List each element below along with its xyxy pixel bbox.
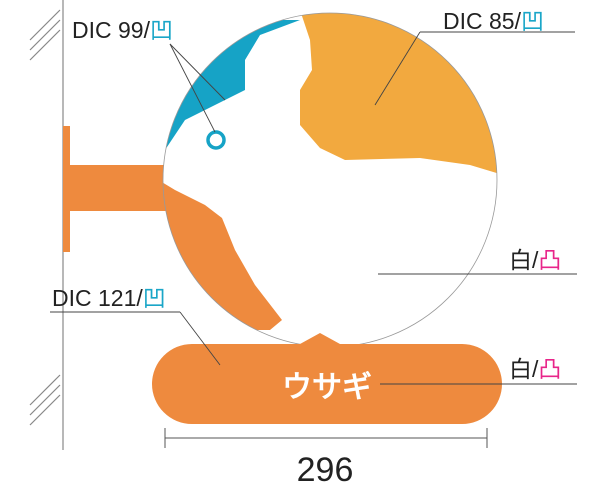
label-dic121: DIC 121/凹 xyxy=(52,285,166,311)
label-white-circle: 白/凸 xyxy=(509,247,561,273)
label-dic99: DIC 99/凹 xyxy=(72,17,173,43)
wall-mount-plate xyxy=(63,126,70,252)
dimension-value: 296 xyxy=(297,451,354,489)
label-white-text: 白/凸 xyxy=(509,356,561,382)
circle-sign xyxy=(163,13,497,347)
dimension-line xyxy=(164,428,488,448)
label-dic85: DIC 85/凹 xyxy=(443,8,544,34)
support-arm xyxy=(70,165,174,211)
ring-marker xyxy=(206,130,226,150)
leader-lines xyxy=(50,31,577,385)
plate-text: ウサギ xyxy=(282,370,372,405)
wall xyxy=(29,0,64,450)
name-plate xyxy=(152,333,502,424)
